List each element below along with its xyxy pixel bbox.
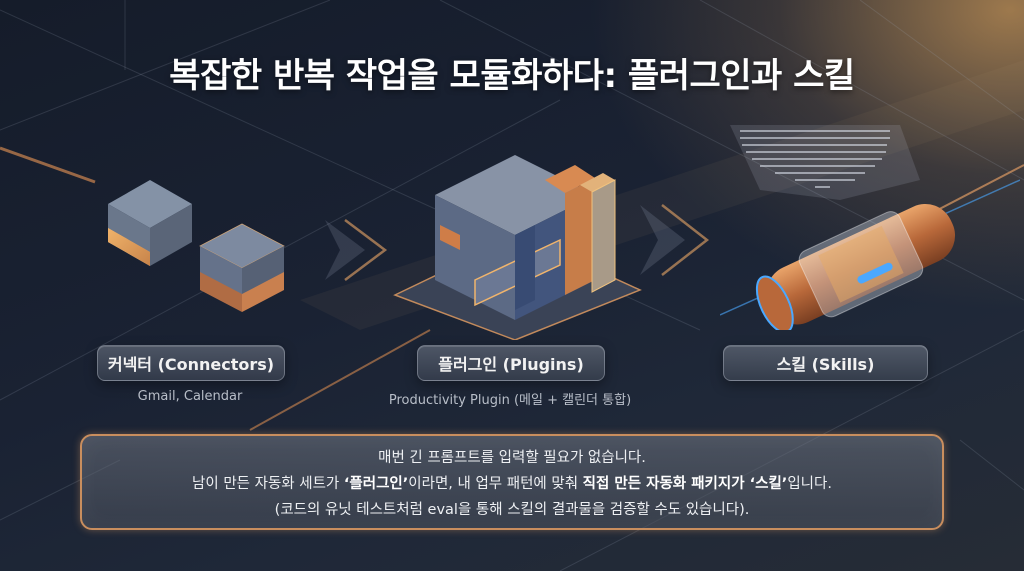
cubes-icon <box>108 180 285 312</box>
arrow-right-icon <box>640 204 710 276</box>
modular-cube-icon <box>393 155 642 340</box>
capsule-icon <box>720 125 1020 330</box>
note-line-3: (코드의 유닛 테스트처럼 eval을 통해 스킬의 결과물을 검증할 수도 있… <box>274 501 750 518</box>
note-line-2: 남이 만든 자동화 세트가 ‘플러그인’이라면, 내 업무 패턴에 맞춰 직접 … <box>192 472 832 493</box>
note-text: 입니다. <box>787 475 832 492</box>
explanation-note: 매번 긴 프롬프트를 입력할 필요가 없습니다. 남이 만든 자동화 세트가 ‘… <box>80 434 944 530</box>
stage-label-skills: 스킬 (Skills) <box>723 345 928 381</box>
note-emphasis-plugin: ‘플러그인’ <box>343 475 409 492</box>
stage-sub-plugins: Productivity Plugin (메일 + 캘린더 통합) <box>388 393 632 408</box>
page-title: 복잡한 반복 작업을 모듈화하다: 플러그인과 스킬 <box>169 56 855 96</box>
stage-sub-connectors: Gmail, Calendar <box>137 389 243 404</box>
arrow-right-icon <box>325 219 388 281</box>
note-line-1: 매번 긴 프롬프트를 입력할 필요가 없습니다. <box>378 449 646 466</box>
note-text: 남이 만든 자동화 세트가 <box>192 475 344 492</box>
note-emphasis-skill: 직접 만든 자동화 패키지가 ‘스킬’ <box>582 475 788 492</box>
note-text: 이라면, 내 업무 패턴에 맞춰 <box>408 475 583 492</box>
stage-label-connectors: 커넥터 (Connectors) <box>97 345 285 381</box>
document-sheet-icon <box>730 125 920 200</box>
stage-label-plugins: 플러그인 (Plugins) <box>417 345 605 381</box>
